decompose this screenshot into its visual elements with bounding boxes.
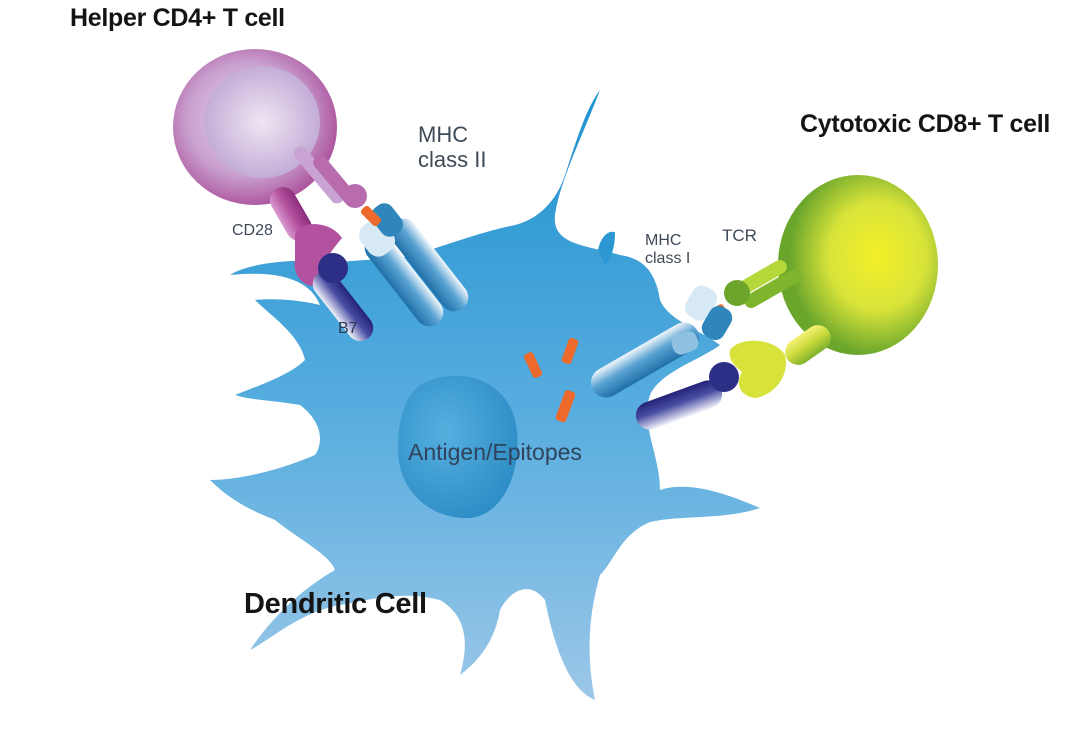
b7-label: B7: [338, 320, 358, 337]
antigen-epitopes-label: Antigen/Epitopes: [408, 439, 582, 465]
epitope-fragment: [561, 337, 579, 365]
epitope-fragment: [523, 352, 543, 378]
b7-stem: [312, 270, 374, 342]
dendrite-upper-right: [598, 231, 615, 265]
mhc-class-i-label: MHC class I: [645, 232, 691, 268]
tcr-label: TCR: [722, 226, 757, 245]
dendritic-cell-label: Dendritic Cell: [244, 588, 427, 620]
cyto-tcr-head: [724, 280, 750, 306]
mhc-class-ii-label: MHC class II: [418, 122, 487, 173]
cytotoxic-t-cell-label: Cytotoxic CD8+ T cell: [800, 110, 1051, 138]
helper-tcr-stem: [294, 146, 344, 204]
mhc-class-i-cap: [701, 305, 733, 341]
cytotoxic-t-cell: [778, 175, 938, 355]
cd28-label: CD28: [232, 222, 273, 239]
b7-right-head: [709, 362, 739, 392]
cyto-tcr-stem: [744, 270, 800, 308]
helper-tcr-head: [343, 184, 367, 208]
b7-right-stem: [635, 380, 723, 430]
mhc-class-ii-beta: [389, 218, 469, 312]
helper-t-cell-label: Helper CD4+ T cell: [70, 4, 285, 32]
mhc-class-ii-cap: [371, 203, 403, 237]
epitope-fragment: [555, 390, 576, 423]
helper-epitope: [360, 205, 382, 227]
helper-t-cell-inner: [204, 66, 320, 178]
mhc-class-i-b2m: [671, 331, 699, 355]
cd28-head: [294, 224, 342, 286]
cyto-cd28-head: [729, 340, 786, 398]
nucleus: [398, 375, 518, 519]
mhc-class-ii-alpha: [364, 233, 444, 327]
b7-head: [318, 253, 348, 283]
mhc-class-i-cap: [684, 285, 718, 321]
cyto-cd28-stem: [785, 325, 831, 365]
